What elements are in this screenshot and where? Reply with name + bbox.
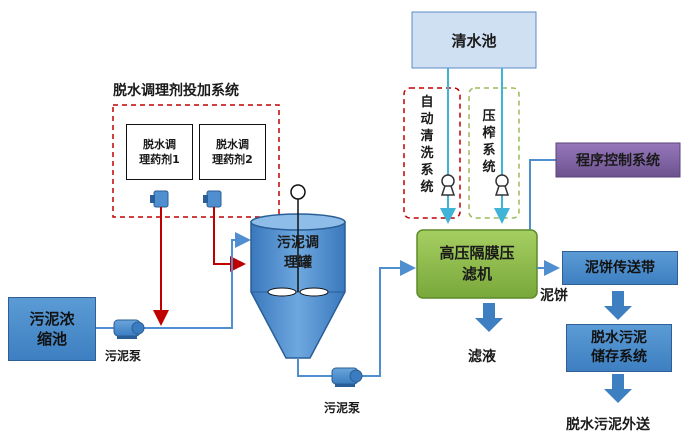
sludge-line-b — [140, 232, 251, 329]
sludge-pump-2-label: 污泥泵 — [324, 401, 361, 415]
sludge-thickening-tank-box: 污泥浓 缩池 — [8, 297, 96, 361]
sludge-thickening-line2: 缩池 — [36, 330, 67, 348]
sludge-storage-line1: 脱水污泥 — [591, 330, 647, 346]
sludge-line-c — [297, 358, 332, 377]
sludge-export-label: 脱水污泥外送 — [566, 417, 650, 433]
cake-conveyor-box: 泥饼传送带 — [562, 251, 678, 285]
cake-conveyor-label: 泥饼传送带 — [585, 260, 655, 276]
sludge-storage-box: 脱水污泥 储存系统 — [566, 324, 672, 372]
filtrate-label: 滤液 — [468, 349, 496, 365]
filter-press-box — [416, 229, 538, 299]
conditioning-tank-label: 污泥调 理罐 — [262, 232, 334, 274]
dosing-agent-1-line1: 脱水调 — [143, 138, 176, 151]
to-export-arrow-icon — [604, 374, 632, 403]
dosing-pump-2-icon — [203, 190, 222, 208]
program-control-label: 程序控制系统 — [576, 153, 660, 169]
auto-cleaning-frame — [403, 87, 461, 219]
auto-cleaning-system-label: 自动清洗系统 — [420, 95, 434, 195]
filter-press-line2: 滤机 — [461, 265, 492, 283]
dosing-system-frame — [112, 104, 280, 218]
dosing-agent-1-box: 脱水调 理药剂1 — [126, 124, 193, 180]
sludge-pump-1-label: 污泥泵 — [105, 349, 142, 363]
dosing-system-title: 脱水调理剂投加系统 — [113, 83, 239, 99]
sludge-storage-line2: 储存系统 — [591, 349, 647, 365]
conditioning-tank-icon — [250, 184, 346, 359]
dosing-pump-1-icon — [150, 190, 169, 208]
filtrate-arrow-icon — [475, 303, 503, 332]
control-signal-line — [529, 159, 557, 232]
sludge-line-d — [358, 260, 416, 377]
to-storage-arrow-icon — [604, 291, 632, 320]
filter-press-label: 高压隔膜压 滤机 — [417, 230, 537, 298]
dosing-agent-2-line2: 理药剂2 — [212, 153, 253, 166]
dosing-agent-2-line1: 脱水调 — [216, 138, 249, 151]
cake-label: 泥饼 — [540, 288, 568, 304]
dosing-agent-2-box: 脱水调 理药剂2 — [199, 124, 266, 180]
sludge-pump-2-icon — [331, 367, 363, 387]
clear-water-tank-box — [411, 11, 537, 69]
dosing-agent-1-line2: 理药剂1 — [139, 153, 180, 166]
program-control-box — [555, 142, 681, 178]
conditioning-tank-line2: 理罐 — [284, 255, 312, 271]
pressing-pump-icon — [494, 174, 510, 196]
pressing-system-label: 压榨系统 — [482, 109, 496, 175]
filter-press-line1: 高压隔膜压 — [439, 244, 515, 262]
cleaning-pump-icon — [440, 174, 456, 196]
sludge-thickening-line1: 污泥浓 — [29, 310, 75, 328]
clear-water-tank-label: 清水池 — [451, 31, 497, 50]
conditioning-tank-line1: 污泥调 — [277, 235, 319, 251]
dosing-line-2 — [213, 207, 246, 272]
sludge-pump-1-icon — [113, 319, 145, 339]
